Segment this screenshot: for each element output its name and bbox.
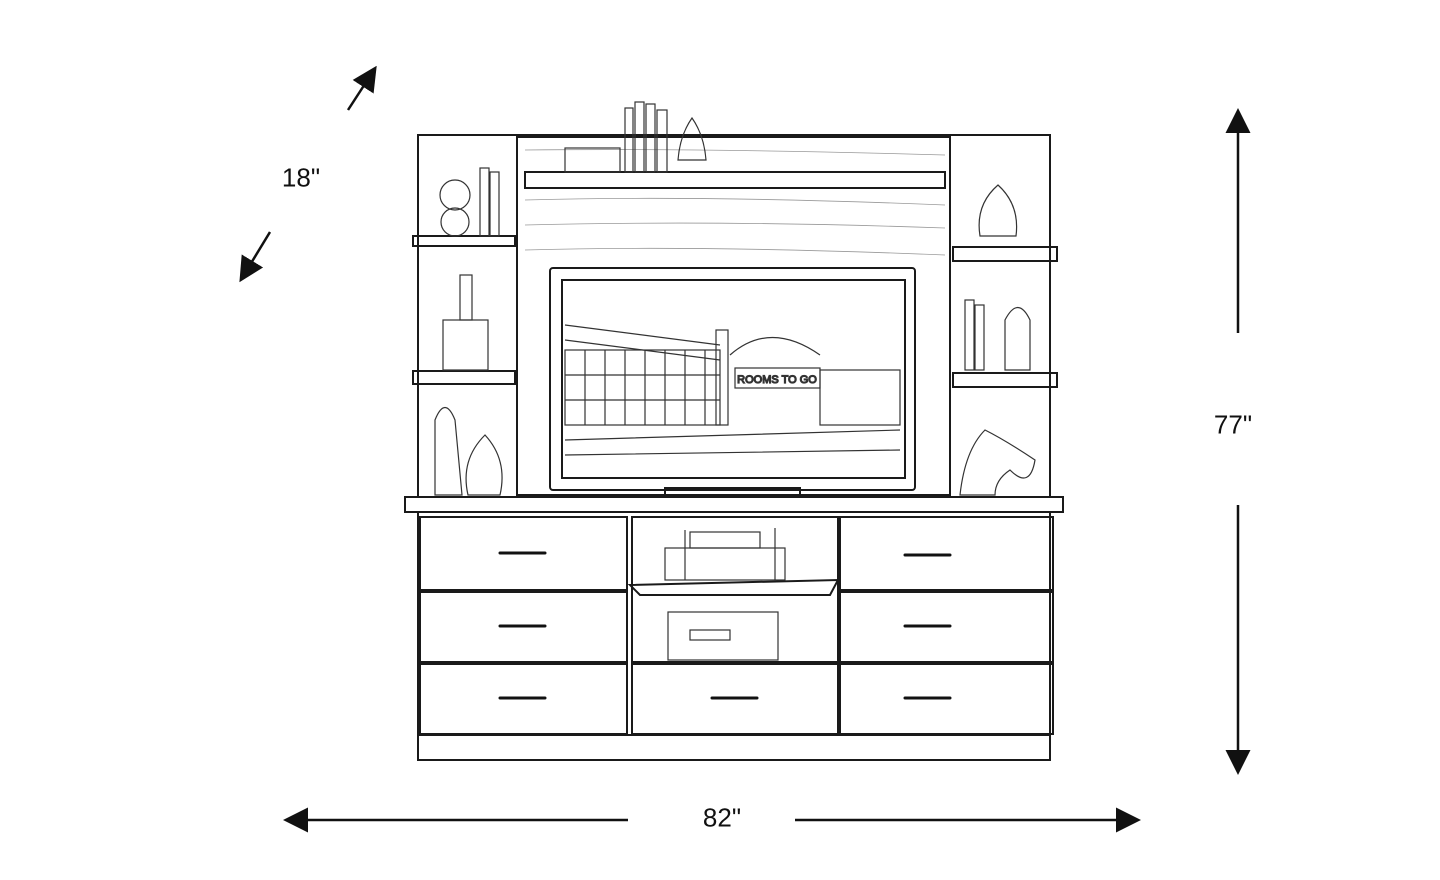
glass-shelf [627, 578, 840, 596]
tv-frame [549, 267, 916, 491]
tv-screen-image: ROOMS TO GO [564, 324, 901, 456]
center-back-panel [516, 136, 951, 496]
width-label: 82" [698, 802, 746, 834]
drawer-handles [498, 551, 952, 700]
left-drawers [419, 516, 628, 735]
av-equipment [664, 528, 786, 661]
console-top [404, 496, 1064, 513]
right-shelf-lower [952, 372, 1058, 388]
shelf-decor [434, 167, 1036, 496]
height-label: 77" [1209, 409, 1257, 441]
left-shelf-lower [412, 370, 516, 385]
depth-dimension-arrows [239, 65, 377, 283]
left-shelf-upper [412, 235, 516, 247]
right-shelf-upper [952, 246, 1058, 262]
console-base [417, 734, 1051, 761]
top-shelf [524, 171, 946, 189]
depth-label: 18" [277, 162, 325, 194]
svg-text:ROOMS TO GO: ROOMS TO GO [737, 374, 817, 386]
center-drawer [631, 663, 839, 735]
books-decor [564, 101, 707, 173]
tv-screen [561, 279, 906, 479]
media-opening [631, 516, 839, 663]
right-drawers [839, 516, 1054, 735]
hutch: ROOMS TO GO [412, 101, 1058, 498]
console [404, 496, 1064, 761]
